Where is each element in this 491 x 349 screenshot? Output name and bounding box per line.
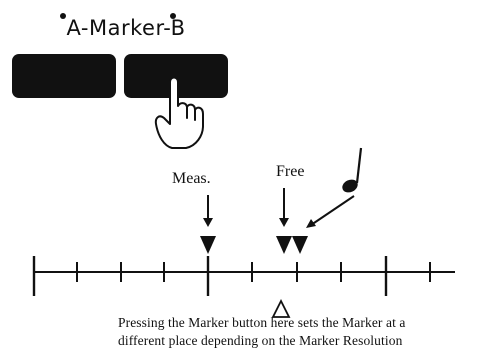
music-note-icon — [342, 147, 363, 193]
timeline-ruler — [32, 256, 455, 296]
marker-a-button[interactable] — [12, 54, 116, 98]
caption-line-1: Pressing the Marker button here sets the… — [118, 315, 406, 330]
caption-line-2: different place depending on the Marker … — [118, 333, 403, 348]
free-marker-icon — [276, 236, 292, 254]
note-arrow — [306, 195, 355, 228]
meas-marker-icon — [200, 236, 216, 254]
pointing-hand-icon — [154, 76, 204, 149]
triangle-pointer-icon — [271, 298, 291, 318]
marker-title: A-Marker-B — [66, 16, 186, 40]
b-dot-indicator — [170, 13, 176, 19]
note-marker-icon — [292, 236, 308, 254]
free-label: Free — [276, 163, 305, 180]
meas-arrow — [200, 195, 216, 254]
meas-label: Meas. — [172, 170, 211, 187]
a-dot-indicator — [60, 13, 66, 19]
free-arrow — [276, 188, 308, 254]
